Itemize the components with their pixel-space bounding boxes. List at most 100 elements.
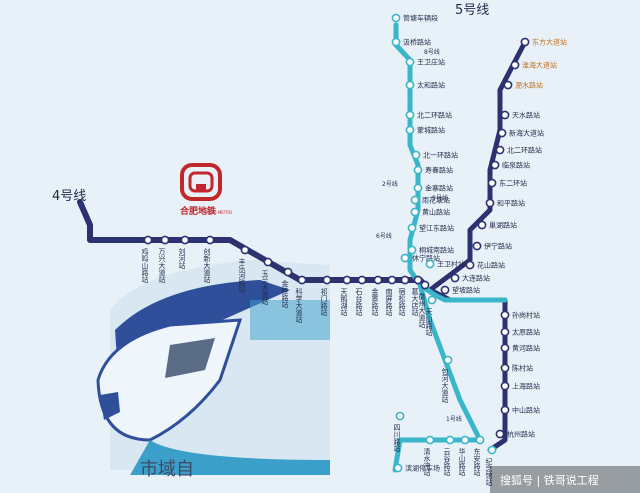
station-marker[interactable] bbox=[373, 275, 383, 285]
station-label: 祁门路站 bbox=[320, 287, 328, 317]
station-label: 王卫村站 bbox=[437, 260, 465, 269]
station-marker[interactable] bbox=[500, 363, 510, 373]
station-marker[interactable] bbox=[180, 235, 190, 245]
hefei-metro-logo: 合肥地铁 HEFEI METRO bbox=[180, 163, 232, 217]
station-label: 蒙城路站 bbox=[417, 126, 445, 135]
station-label: 四川路站 bbox=[393, 424, 401, 453]
line-number-label: 6号线 bbox=[376, 232, 392, 240]
station-marker[interactable] bbox=[400, 275, 410, 285]
station-marker[interactable] bbox=[427, 295, 437, 305]
station-marker[interactable] bbox=[445, 435, 455, 445]
station-label: 孙岗村站 bbox=[512, 311, 540, 320]
station-marker[interactable] bbox=[485, 198, 495, 208]
station-marker[interactable] bbox=[475, 435, 485, 445]
station-marker[interactable] bbox=[405, 125, 415, 135]
station-marker[interactable] bbox=[395, 411, 405, 421]
station-marker[interactable] bbox=[283, 267, 293, 277]
station-marker[interactable] bbox=[400, 253, 410, 263]
station-label: 天山路站 bbox=[425, 308, 433, 337]
station-marker[interactable] bbox=[477, 220, 487, 230]
station-label: 黄河路站 bbox=[512, 344, 540, 353]
station-marker[interactable] bbox=[205, 235, 215, 245]
station-marker[interactable] bbox=[413, 275, 423, 285]
station-marker[interactable] bbox=[503, 80, 513, 90]
station-label: 玉兰大道站 bbox=[261, 270, 269, 306]
station-label: 雨花塘站 bbox=[422, 196, 450, 205]
station-marker[interactable] bbox=[387, 275, 397, 285]
station-marker[interactable] bbox=[497, 128, 507, 138]
station-marker[interactable] bbox=[425, 435, 435, 445]
line5-stations: 东方大道站淮海大道站淝水路站天水路站新海大道站北二环路站临泉路站东二环站和平路站… bbox=[440, 37, 567, 439]
station-label: 淮海大道站 bbox=[522, 61, 557, 70]
station-marker[interactable] bbox=[413, 165, 423, 175]
station-marker[interactable] bbox=[520, 37, 530, 47]
station-marker[interactable] bbox=[391, 13, 401, 23]
station-marker[interactable] bbox=[160, 235, 170, 245]
station-label: 清水冲站 bbox=[423, 447, 431, 477]
station-label: 华山路站 bbox=[458, 447, 466, 477]
station-label: 北二环路站 bbox=[417, 111, 452, 120]
station-label: 徽州大道站 bbox=[418, 292, 426, 329]
station-label: 包河大道站 bbox=[441, 367, 449, 404]
station-marker[interactable] bbox=[440, 285, 450, 295]
station-marker[interactable] bbox=[500, 405, 510, 415]
station-marker[interactable] bbox=[465, 260, 475, 270]
station-label: 石台路站 bbox=[355, 288, 363, 317]
station-marker[interactable] bbox=[500, 327, 510, 337]
station-label: 北一环路站 bbox=[423, 151, 458, 160]
station-marker[interactable] bbox=[460, 435, 470, 445]
station-marker[interactable] bbox=[450, 273, 460, 283]
line4-title: 4号线 bbox=[52, 189, 86, 204]
station-marker[interactable] bbox=[407, 245, 417, 255]
station-label: 和平路站 bbox=[497, 199, 525, 208]
station-label: 纪念馆站 bbox=[485, 457, 493, 487]
station-marker[interactable] bbox=[407, 223, 417, 233]
station-label: 丰乐河路站 bbox=[238, 257, 246, 294]
station-marker[interactable] bbox=[487, 445, 497, 455]
station-marker[interactable] bbox=[472, 241, 482, 251]
station-label: 刘河站 bbox=[178, 247, 186, 270]
station-marker[interactable] bbox=[410, 207, 420, 217]
station-marker[interactable] bbox=[500, 381, 510, 391]
station-marker[interactable] bbox=[405, 80, 415, 90]
station-marker[interactable] bbox=[322, 275, 332, 285]
station-label: 巢湖路站 bbox=[489, 221, 517, 230]
station-label: 太原路站 bbox=[512, 328, 540, 337]
station-marker[interactable] bbox=[405, 110, 415, 120]
station-marker[interactable] bbox=[500, 110, 510, 120]
station-marker[interactable] bbox=[500, 310, 510, 320]
line-number-label: 2号线 bbox=[382, 180, 398, 188]
station-marker[interactable] bbox=[357, 275, 367, 285]
station-marker[interactable] bbox=[411, 150, 421, 160]
station-marker[interactable] bbox=[263, 257, 273, 267]
station-marker[interactable] bbox=[393, 463, 403, 473]
station-marker[interactable] bbox=[425, 259, 435, 269]
station-marker[interactable] bbox=[420, 280, 430, 290]
station-marker[interactable] bbox=[143, 235, 153, 245]
station-marker[interactable] bbox=[490, 160, 500, 170]
station-marker[interactable] bbox=[405, 57, 415, 67]
station-marker[interactable] bbox=[487, 178, 497, 188]
station-marker[interactable] bbox=[510, 60, 520, 70]
line1-track-south bbox=[392, 282, 483, 473]
station-marker[interactable] bbox=[495, 145, 505, 155]
line5-track bbox=[427, 39, 528, 453]
station-label: 天鹅湖站 bbox=[340, 288, 348, 317]
station-marker[interactable] bbox=[240, 245, 250, 255]
station-label: 望坡路站 bbox=[452, 286, 480, 295]
station-label: 金寨路站 bbox=[425, 184, 453, 193]
station-marker[interactable] bbox=[500, 343, 510, 353]
station-marker[interactable] bbox=[297, 275, 307, 285]
station-marker[interactable] bbox=[443, 355, 453, 365]
station-marker[interactable] bbox=[410, 195, 420, 205]
station-marker[interactable] bbox=[342, 275, 352, 285]
station-label: 淝水路站 bbox=[515, 81, 543, 90]
station-marker[interactable] bbox=[413, 183, 423, 193]
station-marker[interactable] bbox=[391, 37, 401, 47]
station-label: 临泉路站 bbox=[502, 161, 530, 170]
station-marker[interactable] bbox=[495, 429, 505, 439]
station-label: 花山路站 bbox=[477, 261, 505, 270]
station-label: 滨湖停车场 bbox=[405, 464, 440, 473]
